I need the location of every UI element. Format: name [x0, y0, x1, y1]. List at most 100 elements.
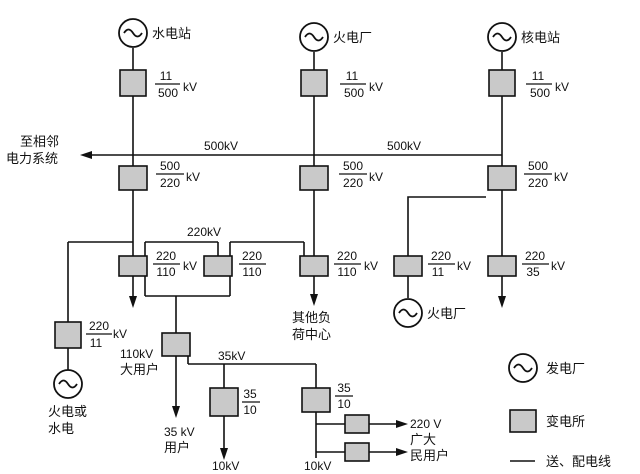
legend-generator-icon [508, 353, 538, 383]
label-220v: 220 V [410, 417, 441, 431]
legend-substation-icon [509, 409, 537, 433]
label-neighbor-2: 电力系统 [6, 152, 58, 167]
ratio-220-35: 220 35 kV [522, 249, 565, 279]
transformer-220-110-c [299, 255, 329, 277]
svg-text:kV: kV [183, 259, 197, 273]
transformer-220-110-b [203, 255, 233, 277]
legend: 发电厂 变电所 送、配电线 [510, 361, 611, 470]
svg-text:220: 220 [242, 249, 262, 263]
label-110kv: 110kV [120, 347, 153, 361]
label-large-users: 大用户 [120, 362, 159, 378]
transformers [54, 69, 537, 462]
generator-small-thermal [393, 298, 423, 328]
ratio-220-11-left: 220 11 kV [86, 319, 127, 350]
svg-text:11: 11 [532, 69, 545, 83]
svg-text:10: 10 [337, 397, 351, 411]
svg-text:kV: kV [183, 80, 197, 94]
label-thermal-or-hydro-2: 水电 [48, 422, 74, 437]
ratio-nuclear-stepup: 11 500 kV [526, 69, 569, 100]
ratio-35-10-a: 35 10 [242, 387, 260, 417]
svg-text:110: 110 [242, 265, 261, 279]
transformer-35-10-a [209, 387, 239, 417]
svg-text:220: 220 [156, 249, 176, 263]
label-public-1: 广大 [410, 433, 436, 448]
svg-text:220: 220 [343, 176, 363, 190]
label-nuclear-station: 核电站 [521, 31, 560, 46]
wires [67, 48, 503, 458]
ratio-220-11-right: 220 11 kV [428, 249, 471, 279]
transformer-220-35 [487, 255, 517, 277]
legend-line-label: 送、配电线 [546, 455, 611, 470]
label-500kv-right: 500kV [387, 139, 421, 153]
transformer-hydro-stepup [119, 69, 147, 97]
transformer-10-220v-a [344, 414, 370, 434]
svg-text:35: 35 [337, 381, 351, 395]
transformer-110-35 [161, 332, 191, 357]
svg-text:220: 220 [528, 176, 548, 190]
label-10kv-a: 10kV [212, 459, 239, 473]
svg-text:kV: kV [186, 170, 200, 184]
transformer-nuclear-stepup [488, 69, 516, 97]
ratio-hub-left: 500 220 kV [156, 159, 200, 190]
label-thermal-or-hydro-1: 火电或 [48, 405, 87, 420]
svg-text:220: 220 [525, 249, 545, 263]
label-thermal-plant: 火电厂 [333, 31, 372, 46]
label-500kv-left: 500kV [204, 139, 238, 153]
ratio-thermal-stepup: 11 500 kV [340, 69, 383, 100]
generator-thermal-or-hydro [53, 369, 83, 399]
svg-text:11: 11 [90, 336, 103, 350]
ratio-hydro-stepup: 11 500 kV [155, 69, 197, 100]
svg-text:kV: kV [457, 259, 471, 273]
transformer-10-220v-b [344, 442, 370, 462]
ratio-35-10-b: 35 10 [335, 381, 353, 411]
label-10kv-b: 10kV [304, 459, 331, 473]
svg-text:kV: kV [369, 80, 383, 94]
generator-hydro [118, 18, 148, 48]
transformer-220-11-right [393, 255, 423, 277]
svg-text:110: 110 [156, 265, 175, 279]
svg-text:500: 500 [343, 159, 363, 173]
arrows [80, 151, 506, 460]
svg-text:220: 220 [431, 249, 451, 263]
label-public-2: 民用户 [410, 448, 449, 464]
svg-text:10: 10 [243, 403, 257, 417]
transformer-hub-right [487, 165, 517, 191]
label-small-thermal: 火电厂 [427, 307, 466, 322]
svg-text:kV: kV [369, 170, 383, 184]
svg-text:35: 35 [526, 265, 540, 279]
svg-text:220: 220 [89, 319, 109, 333]
svg-text:11: 11 [432, 265, 445, 279]
transformer-hub-mid [299, 165, 329, 191]
generator-nuclear [487, 22, 517, 52]
generator-thermal [299, 22, 329, 52]
svg-text:220: 220 [160, 176, 180, 190]
ratio-220-110-a: 220 110 kV [153, 249, 197, 279]
svg-text:kV: kV [551, 259, 565, 273]
svg-text:kV: kV [364, 259, 378, 273]
transformer-thermal-stepup [300, 69, 328, 97]
label-35kv-users: 35 kV [164, 425, 195, 439]
svg-text:35: 35 [243, 387, 257, 401]
svg-text:110: 110 [337, 265, 356, 279]
svg-text:11: 11 [160, 69, 173, 83]
ratio-hub-right: 500 220 kV [524, 159, 568, 190]
svg-text:500: 500 [344, 86, 364, 100]
svg-text:500: 500 [528, 159, 548, 173]
legend-substation-label: 变电所 [546, 414, 585, 430]
svg-text:220: 220 [337, 249, 357, 263]
label-other-load-1: 其他负 [292, 311, 331, 326]
svg-text:kV: kV [554, 170, 568, 184]
ratio-220-110-b: 220 110 [239, 249, 266, 279]
svg-text:11: 11 [346, 69, 359, 83]
svg-text:500: 500 [158, 86, 178, 100]
transformer-35-10-b [301, 387, 331, 413]
svg-text:kV: kV [555, 80, 569, 94]
label-35kv: 35kV [218, 349, 245, 363]
transformer-hub-left [118, 165, 148, 191]
label-hydro-station: 水电站 [152, 27, 191, 42]
label-220kv: 220kV [187, 225, 221, 239]
ratio-hub-mid: 500 220 kV [339, 159, 383, 190]
legend-generator-label: 发电厂 [546, 361, 585, 377]
svg-text:kV: kV [113, 327, 127, 341]
